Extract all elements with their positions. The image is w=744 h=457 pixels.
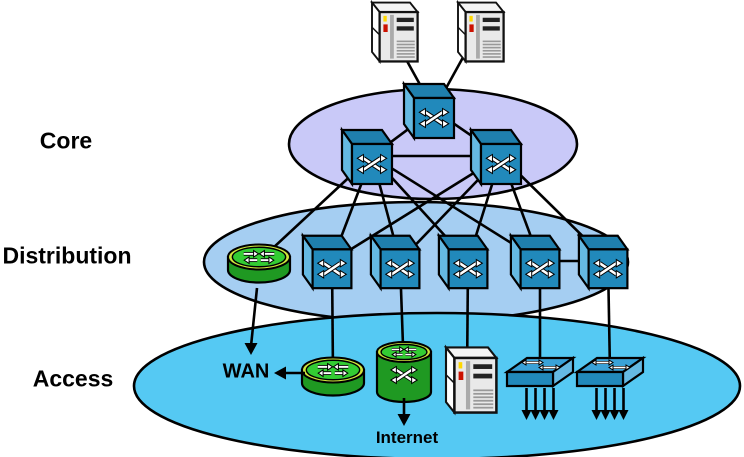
access-router-to-wan — [274, 366, 305, 380]
access-layer-label: Access — [32, 365, 114, 392]
internet-label: Internet — [375, 428, 439, 447]
server-top-2 — [456, 0, 506, 65]
dist-router — [226, 243, 292, 284]
dist-switch-5 — [576, 232, 630, 292]
mls-to-internet — [397, 398, 411, 426]
dist-switch-1 — [300, 232, 354, 292]
access-mls — [375, 341, 433, 404]
dist-switch-4 — [508, 232, 562, 292]
core-switch-top — [401, 80, 457, 142]
core-switch-left — [339, 126, 395, 188]
dist-switch-2 — [368, 232, 422, 292]
dist-switch-3 — [436, 232, 490, 292]
access-server — [443, 344, 499, 416]
layer-ellipse-access — [132, 311, 742, 457]
server-top-1 — [370, 0, 420, 65]
distribution-layer-label: Distribution — [2, 242, 132, 269]
arrow-links — [244, 287, 411, 426]
core-layer-label: Core — [39, 127, 93, 154]
wan-label: WAN — [222, 360, 270, 383]
access-wgswitch-1 — [503, 355, 577, 420]
access-router — [300, 356, 366, 397]
access-wgswitch-2 — [573, 355, 647, 420]
dist-router-to-wan — [244, 287, 259, 355]
core-switch-right — [468, 126, 524, 188]
